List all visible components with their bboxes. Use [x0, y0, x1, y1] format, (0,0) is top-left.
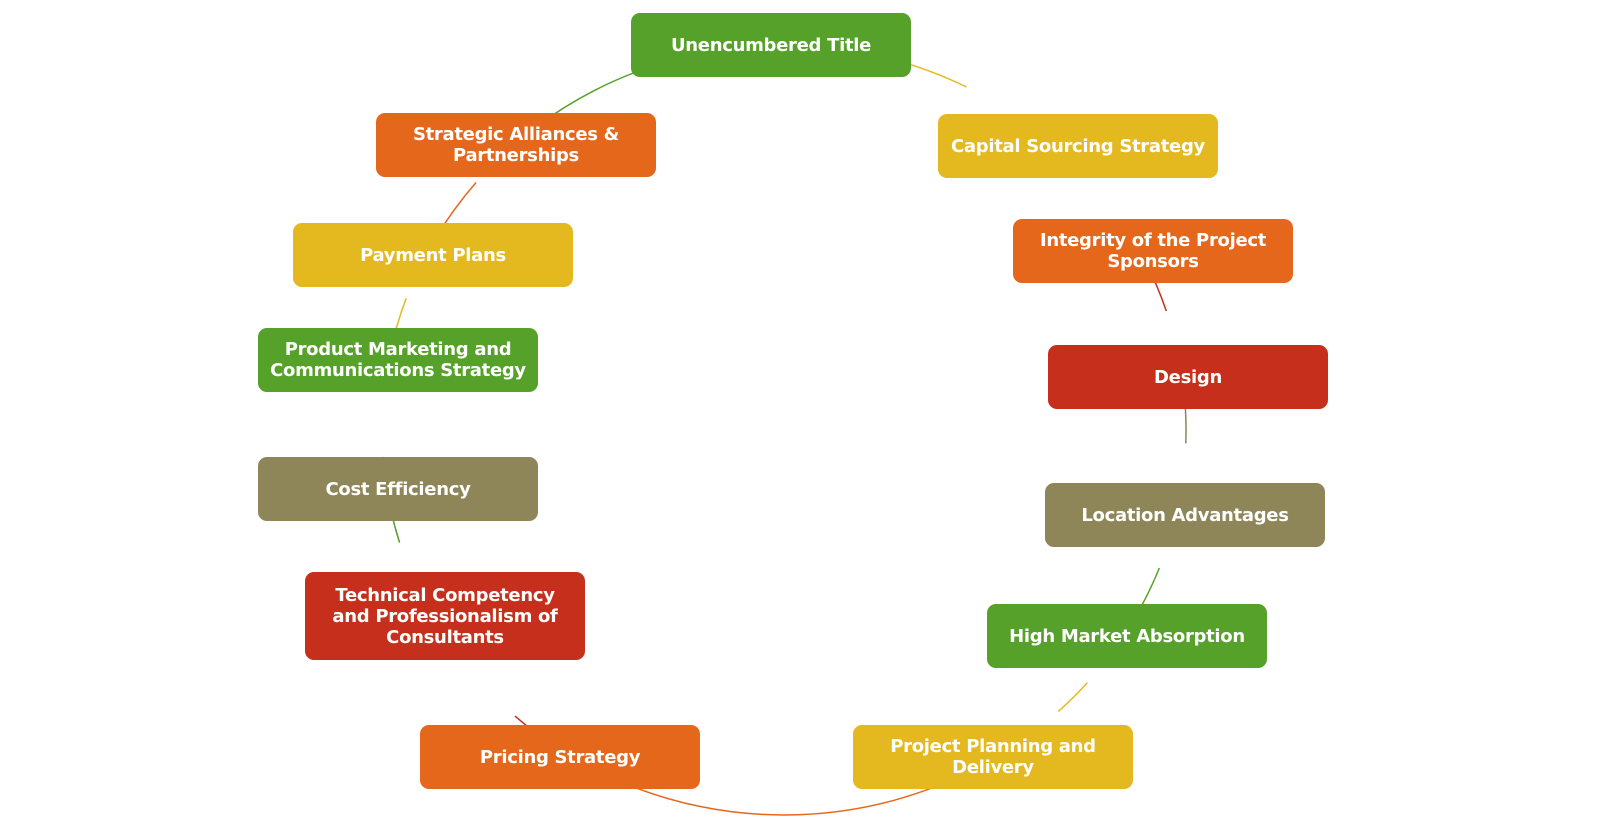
node-design[interactable]: Design: [1048, 345, 1328, 409]
node-label: Project Planning and Delivery: [890, 736, 1096, 778]
node-integrity-of-project-sponsors[interactable]: Integrity of the Project Sponsors: [1013, 219, 1293, 283]
node-label: High Market Absorption: [1009, 625, 1245, 647]
node-location-advantages[interactable]: Location Advantages: [1045, 483, 1325, 547]
node-unencumbered-title[interactable]: Unencumbered Title: [631, 13, 911, 77]
node-pricing-strategy[interactable]: Pricing Strategy: [420, 725, 700, 789]
node-capital-sourcing-strategy[interactable]: Capital Sourcing Strategy: [938, 114, 1218, 178]
node-label: Integrity of the Project Sponsors: [1039, 230, 1267, 272]
node-label: Design: [1154, 366, 1222, 388]
connector-arc: [1057, 682, 1088, 713]
node-label: Technical Competency and Professionalism…: [332, 584, 558, 648]
node-label: Strategic Alliances & Partnerships: [412, 124, 620, 166]
node-high-market-absorption[interactable]: High Market Absorption: [987, 604, 1267, 668]
node-label: Capital Sourcing Strategy: [951, 135, 1205, 157]
node-payment-plans[interactable]: Payment Plans: [293, 223, 573, 287]
node-label: Location Advantages: [1081, 504, 1289, 526]
node-cost-efficiency[interactable]: Cost Efficiency: [258, 457, 538, 521]
node-technical-competency[interactable]: Technical Competency and Professionalism…: [305, 572, 585, 660]
node-label: Product Marketing and Communications Str…: [270, 339, 526, 381]
node-label: Cost Efficiency: [325, 478, 471, 500]
node-label: Unencumbered Title: [670, 34, 872, 56]
node-label: Pricing Strategy: [479, 746, 641, 768]
node-label: Payment Plans: [360, 244, 506, 266]
node-project-planning-and-delivery[interactable]: Project Planning and Delivery: [853, 725, 1133, 789]
node-strategic-alliances[interactable]: Strategic Alliances & Partnerships: [376, 113, 656, 177]
node-product-marketing[interactable]: Product Marketing and Communications Str…: [258, 328, 538, 392]
